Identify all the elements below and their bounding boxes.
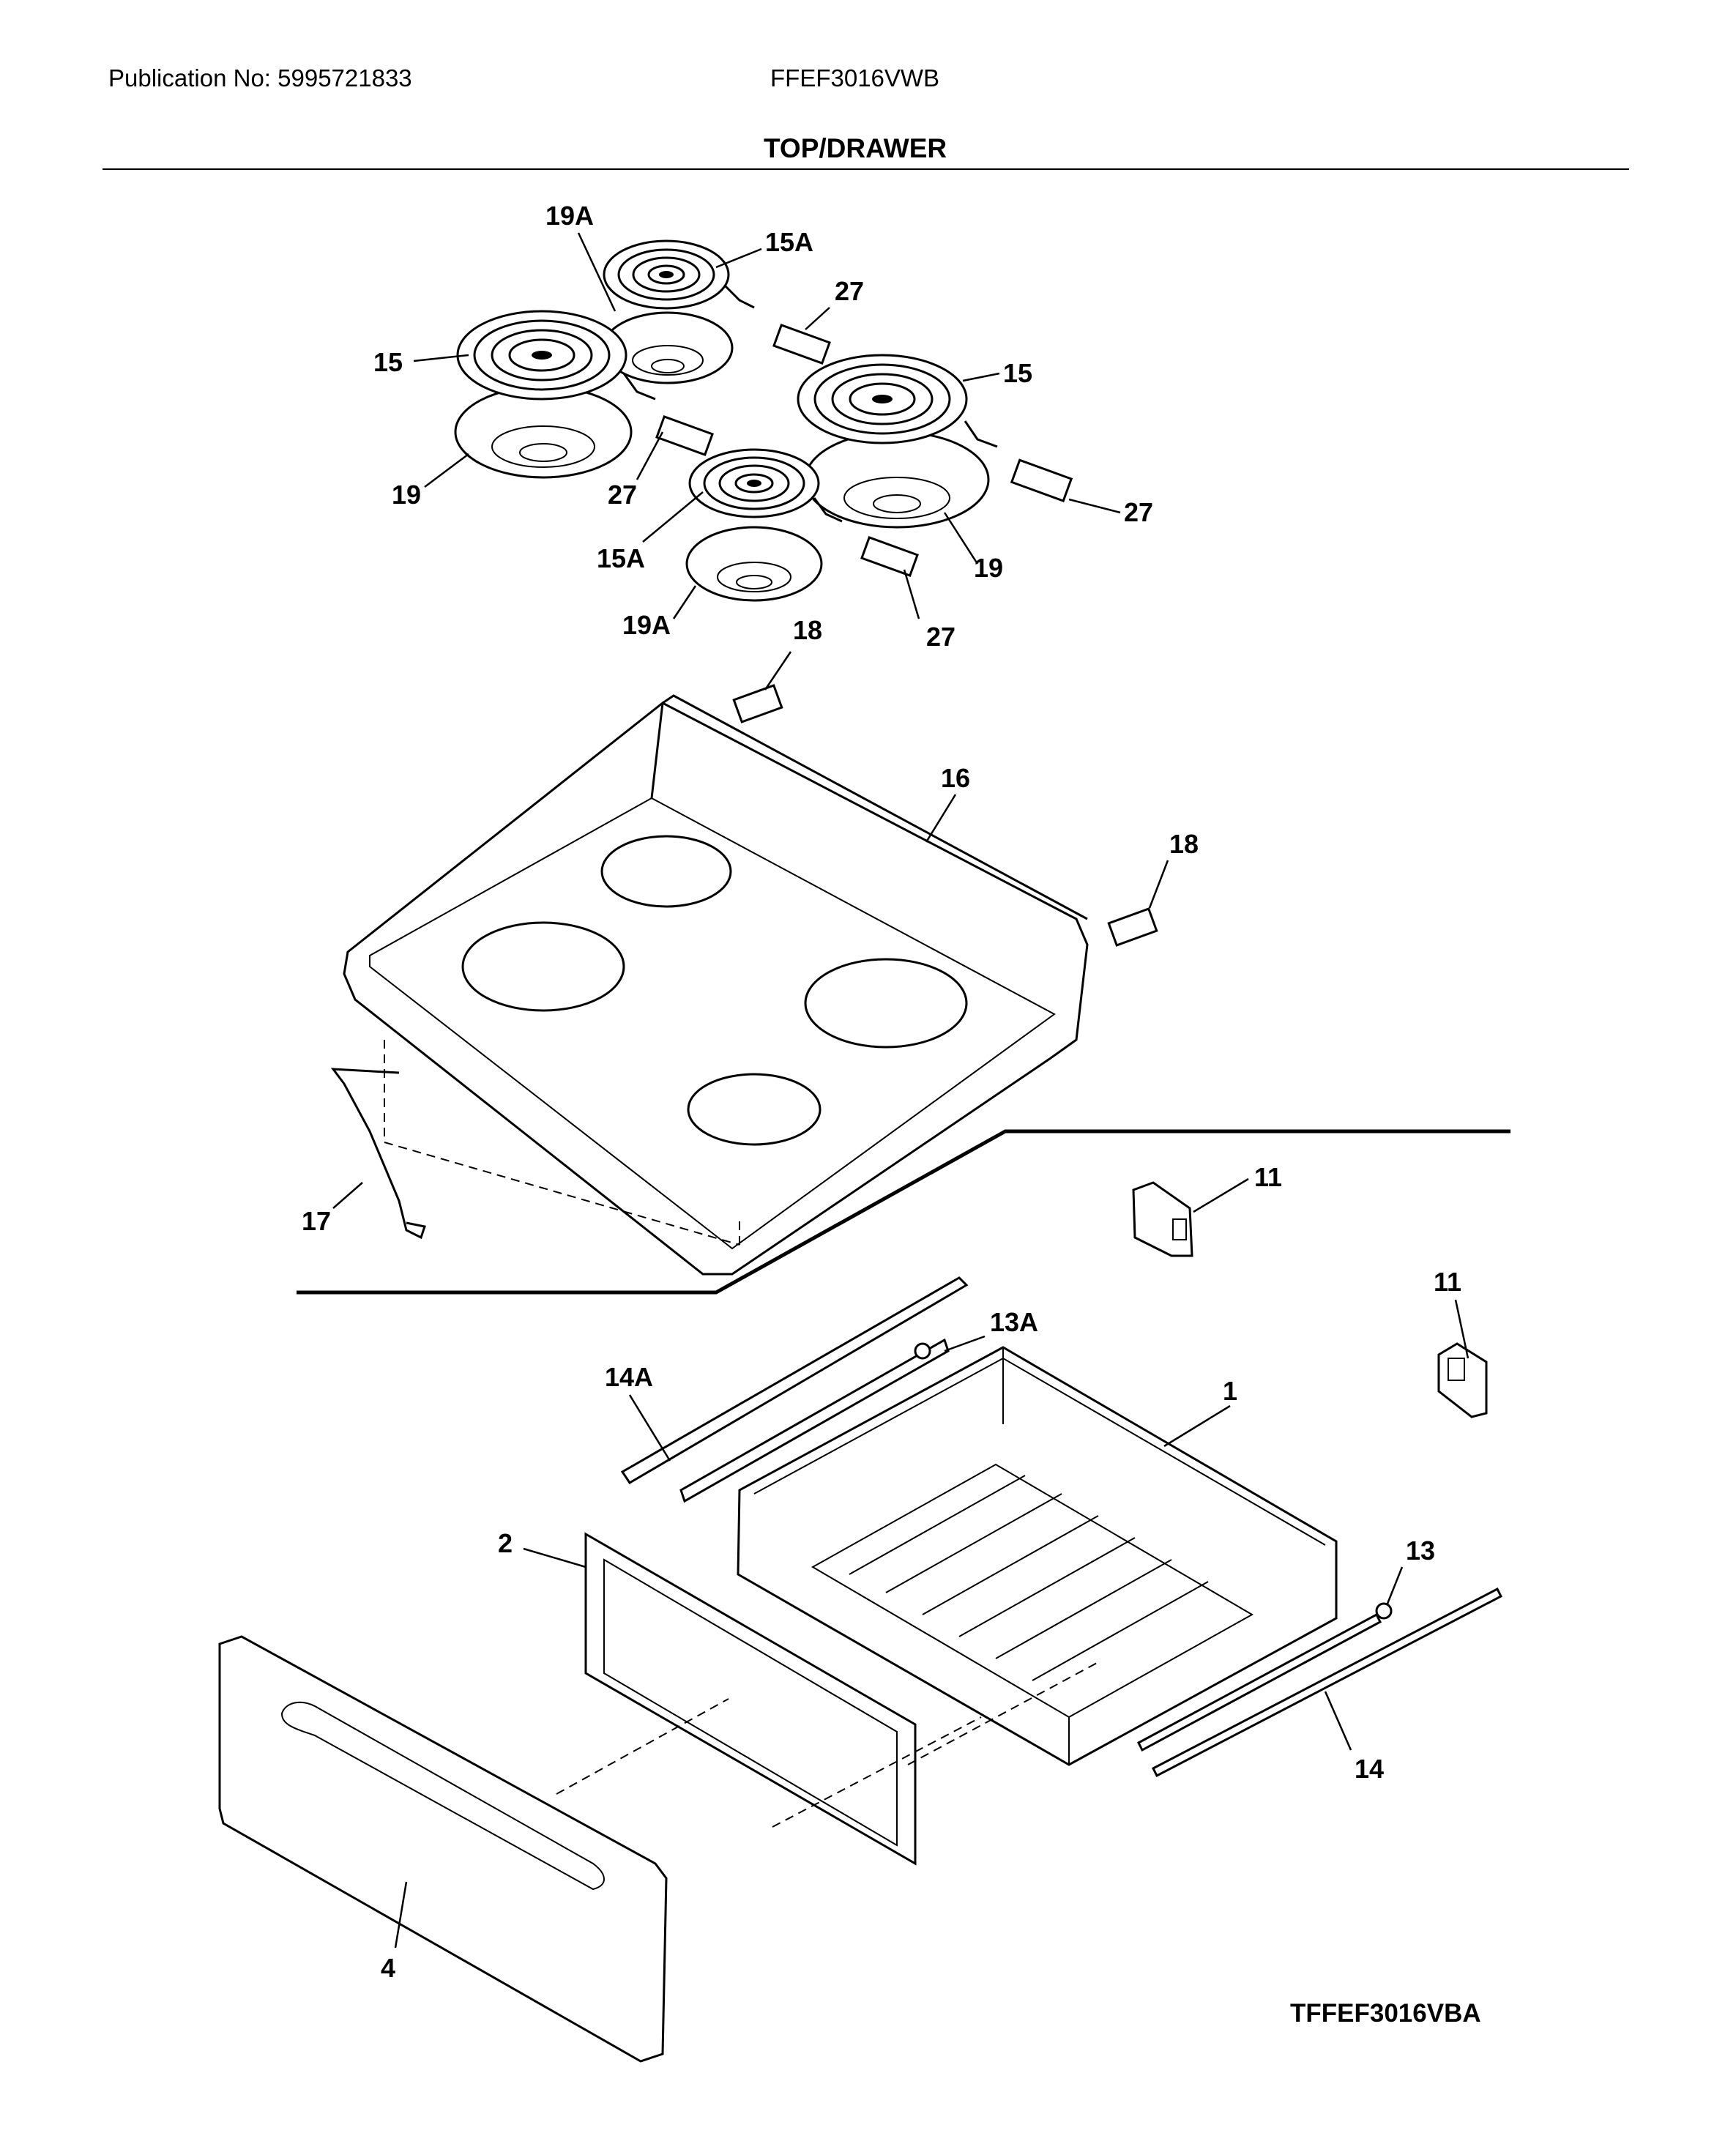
callout-27-mid: 27 (608, 480, 637, 510)
callout-4: 4 (381, 1953, 395, 1983)
drawer-body (737, 1346, 1338, 1766)
receptacle-block-front-left (655, 415, 714, 456)
top-support-rod (330, 1068, 426, 1240)
rear-right-surface-element (797, 354, 998, 448)
front-right-drip-bowl (685, 526, 823, 602)
drawer-inner-panel (584, 1532, 917, 1866)
callout-1: 1 (1223, 1376, 1237, 1406)
callout-15-right: 15 (1003, 358, 1032, 388)
callout-17: 17 (302, 1206, 331, 1236)
front-left-surface-element (456, 310, 656, 401)
header-rule (103, 168, 1629, 170)
callout-19A-bottom: 19A (622, 610, 671, 640)
callout-19-left: 19 (392, 480, 421, 510)
callout-11-right: 11 (1434, 1267, 1461, 1297)
callout-27-bottom: 27 (926, 622, 955, 652)
callout-11-top: 11 (1254, 1162, 1282, 1192)
front-left-drip-bowl (454, 385, 633, 479)
drawer-bracket-right (1437, 1342, 1488, 1418)
callout-14A: 14A (605, 1362, 653, 1392)
callout-13: 13 (1406, 1536, 1435, 1566)
drawer-slide-left (620, 1276, 969, 1503)
top-bracket-right (1107, 907, 1158, 947)
callout-15-left: 15 (373, 347, 403, 377)
drawer-bracket-left (1132, 1181, 1193, 1257)
top-bracket-rear (732, 684, 783, 723)
callout-18-top: 18 (793, 615, 822, 645)
section-divider (297, 1129, 1510, 1295)
receptacle-block-front-right (860, 536, 919, 577)
drawer-slide-right (1137, 1587, 1503, 1778)
receptacle-block-rear-right (1010, 458, 1073, 502)
callout-18-right: 18 (1169, 829, 1199, 859)
drawer-roller-left (914, 1342, 931, 1360)
drawing-id: TFFEF3016VBA (1290, 1999, 1481, 2028)
rear-right-drip-bowl (804, 431, 990, 529)
front-right-surface-element (688, 448, 843, 523)
drawer-roller-right (1375, 1602, 1393, 1620)
callout-leaders (332, 232, 1469, 1949)
callout-27-right: 27 (1124, 497, 1153, 527)
callout-19-right: 19 (974, 553, 1003, 583)
drawer-assembly-guides (556, 1661, 1099, 1828)
callout-16: 16 (941, 763, 970, 793)
callout-15A-bottom: 15A (597, 543, 645, 573)
callout-13A: 13A (990, 1307, 1038, 1337)
callout-2: 2 (498, 1528, 513, 1558)
callout-27-top: 27 (835, 276, 864, 306)
callout-14: 14 (1355, 1754, 1384, 1784)
drawer-outer-panel (218, 1635, 668, 2063)
rear-left-surface-element (603, 239, 755, 310)
model-number: FFEF3016VWB (770, 64, 940, 92)
receptacle-block-rear-left (772, 324, 831, 365)
callout-15A-top: 15A (765, 227, 813, 257)
callout-19A-top: 19A (545, 201, 594, 231)
publication-number: Publication No: 5995721833 (108, 64, 412, 92)
main-top (343, 694, 1089, 1276)
section-title: TOP/DRAWER (764, 133, 947, 163)
